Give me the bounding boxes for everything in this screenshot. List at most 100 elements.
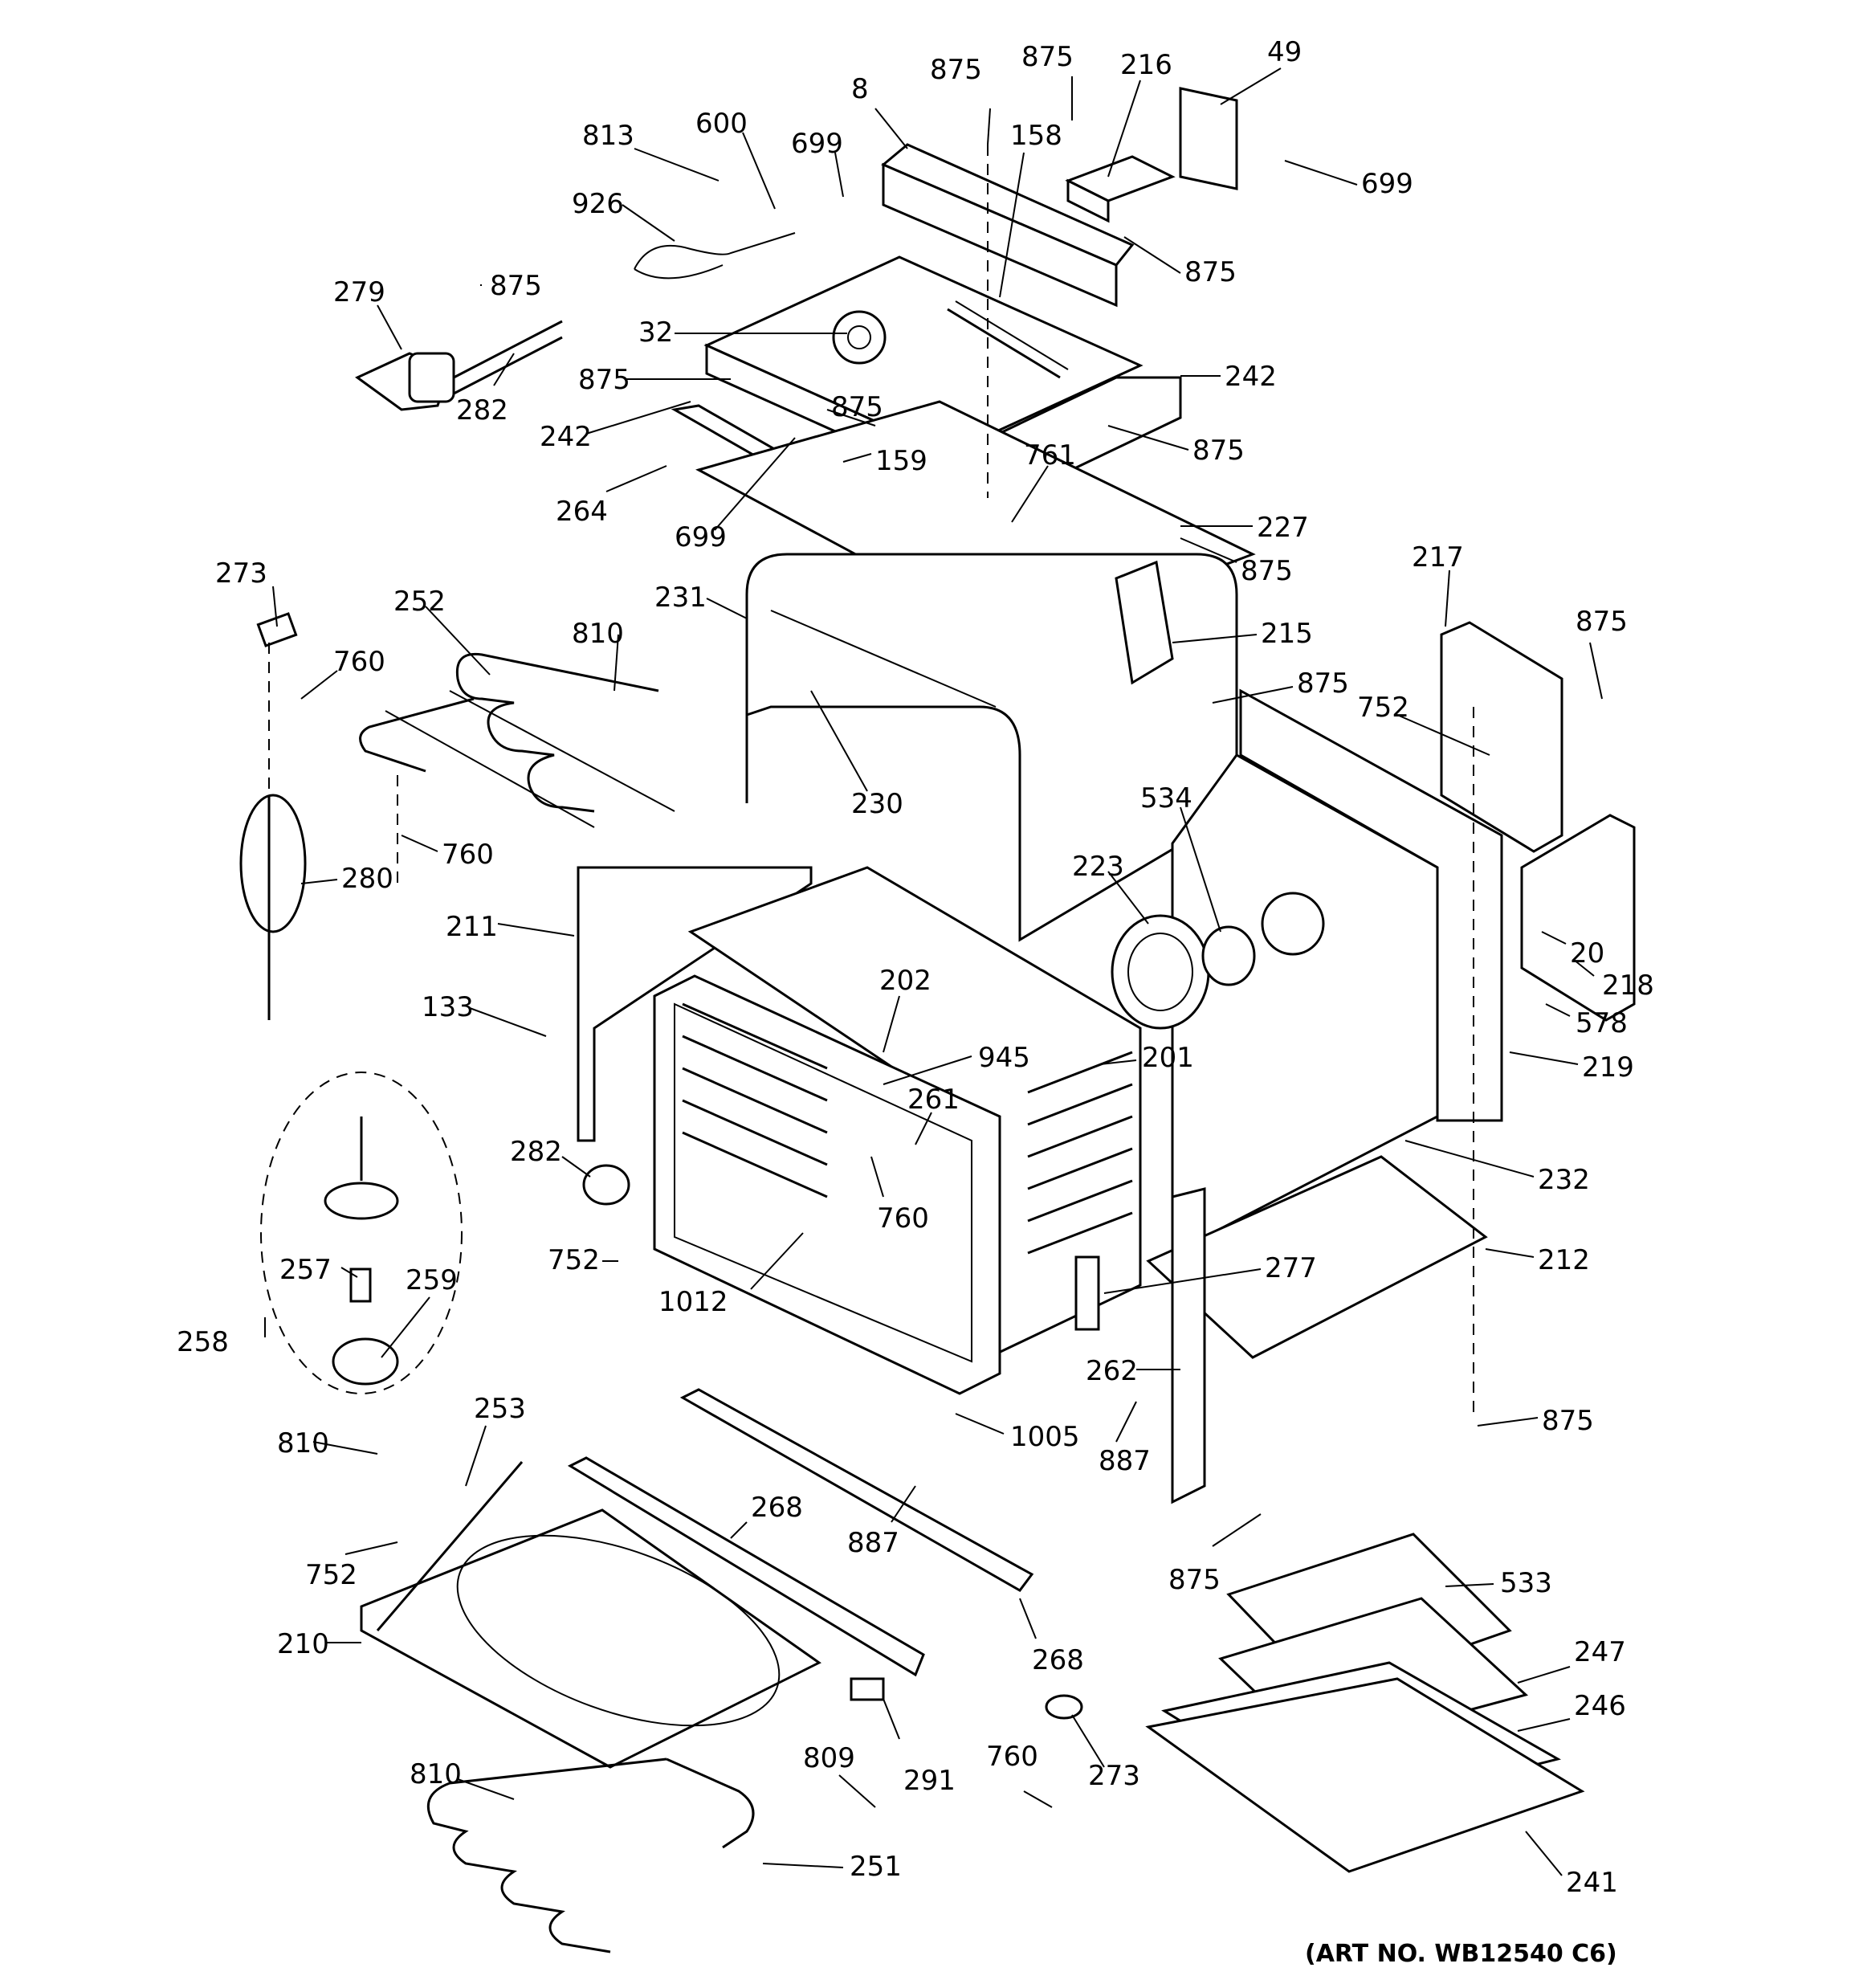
callout-875j: 875 bbox=[1297, 667, 1349, 700]
callout-232: 232 bbox=[1538, 1164, 1590, 1196]
door-panel-210 bbox=[360, 1508, 821, 1769]
callout-259: 259 bbox=[406, 1264, 458, 1296]
callout-262: 262 bbox=[1086, 1355, 1138, 1387]
callout-282a: 282 bbox=[456, 394, 508, 427]
clip-291 bbox=[850, 1677, 885, 1701]
callout-230: 230 bbox=[851, 788, 903, 820]
sensor-253 bbox=[376, 1461, 524, 1631]
callout-280: 280 bbox=[341, 863, 393, 895]
trim-strip-262 bbox=[1171, 1187, 1206, 1504]
callout-875b: 875 bbox=[1021, 41, 1074, 73]
callout-218: 218 bbox=[1602, 970, 1654, 1002]
callout-258: 258 bbox=[177, 1326, 229, 1358]
callout-242b: 242 bbox=[540, 421, 592, 453]
callout-810b: 810 bbox=[277, 1427, 329, 1459]
left-bracket-211 bbox=[577, 866, 813, 1142]
callout-211: 211 bbox=[446, 911, 498, 943]
callout-159: 159 bbox=[875, 445, 927, 477]
callout-810c: 810 bbox=[410, 1758, 462, 1790]
callout-875k: 875 bbox=[1542, 1405, 1594, 1437]
art-number-caption: (ART NO. WB12540 C6) bbox=[1305, 1940, 1617, 1968]
callout-875i: 875 bbox=[1576, 606, 1628, 638]
callout-760a: 760 bbox=[333, 646, 385, 678]
callout-268b: 268 bbox=[1032, 1644, 1084, 1676]
callout-813: 813 bbox=[582, 120, 634, 152]
control-box-217-218 bbox=[1440, 621, 1636, 1022]
callout-752c: 752 bbox=[305, 1559, 357, 1591]
callout-210: 210 bbox=[277, 1628, 329, 1660]
oven-racks bbox=[1145, 1533, 1585, 1873]
callout-labels: 8 875 875 216 49 813 600 699 158 699 926… bbox=[177, 36, 1654, 1899]
rack-supports bbox=[682, 1002, 1133, 1255]
callout-875e: 875 bbox=[578, 364, 630, 396]
callout-534: 534 bbox=[1140, 782, 1192, 814]
callout-201: 201 bbox=[1142, 1042, 1194, 1074]
blower-223 bbox=[1111, 914, 1256, 1030]
callout-268a: 268 bbox=[751, 1492, 803, 1524]
callout-246: 246 bbox=[1574, 1690, 1626, 1722]
callout-533: 533 bbox=[1500, 1567, 1552, 1599]
callout-699b: 699 bbox=[1361, 168, 1413, 200]
callout-133: 133 bbox=[422, 991, 474, 1023]
callout-875l: 875 bbox=[1168, 1564, 1221, 1596]
callout-252: 252 bbox=[393, 586, 446, 618]
callout-242a: 242 bbox=[1225, 361, 1277, 393]
bottom-tray-212 bbox=[1146, 1155, 1488, 1359]
callout-875c: 875 bbox=[1184, 256, 1237, 288]
callout-158: 158 bbox=[1010, 120, 1062, 152]
callout-247: 247 bbox=[1574, 1636, 1626, 1668]
callout-227: 227 bbox=[1257, 512, 1309, 544]
side-panel-219 bbox=[1171, 688, 1503, 1239]
callout-282b: 282 bbox=[510, 1136, 562, 1168]
callout-251: 251 bbox=[850, 1851, 902, 1883]
callout-216: 216 bbox=[1120, 49, 1172, 81]
callout-261: 261 bbox=[907, 1084, 960, 1116]
callout-219: 219 bbox=[1582, 1051, 1634, 1084]
callout-279: 279 bbox=[333, 276, 385, 308]
bracket-215 bbox=[1115, 560, 1174, 685]
callout-926: 926 bbox=[572, 188, 624, 220]
cap-273 bbox=[1045, 1694, 1083, 1720]
callout-253: 253 bbox=[474, 1393, 526, 1425]
callout-887b: 887 bbox=[847, 1527, 899, 1559]
oven-cavity-201 bbox=[653, 866, 1142, 1395]
trim-268-upper bbox=[679, 1388, 1034, 1592]
callout-215: 215 bbox=[1261, 618, 1313, 650]
callout-49: 49 bbox=[1267, 36, 1302, 68]
callout-20: 20 bbox=[1570, 937, 1604, 970]
callout-752a: 752 bbox=[1357, 692, 1409, 724]
callout-291: 291 bbox=[903, 1765, 956, 1797]
callout-212: 212 bbox=[1538, 1244, 1590, 1276]
callout-273a: 273 bbox=[215, 557, 267, 590]
callout-875g: 875 bbox=[1192, 435, 1245, 467]
callout-257: 257 bbox=[279, 1254, 332, 1286]
callout-875d: 875 bbox=[490, 270, 542, 302]
outer-wrapper-231 bbox=[745, 553, 1238, 942]
callout-231: 231 bbox=[654, 582, 707, 614]
callout-578: 578 bbox=[1576, 1007, 1628, 1039]
callout-875f: 875 bbox=[831, 391, 883, 423]
callout-945: 945 bbox=[978, 1042, 1030, 1074]
hinge-277 bbox=[1074, 1255, 1100, 1331]
callout-32: 32 bbox=[638, 316, 673, 349]
callout-699a: 699 bbox=[791, 128, 843, 160]
callout-241: 241 bbox=[1566, 1867, 1618, 1899]
callout-699c: 699 bbox=[675, 521, 727, 553]
callout-875h: 875 bbox=[1241, 555, 1293, 587]
temperature-sensor-280 bbox=[239, 612, 307, 1020]
callout-8: 8 bbox=[851, 73, 869, 105]
callout-264: 264 bbox=[556, 496, 608, 528]
callout-760d: 760 bbox=[986, 1741, 1038, 1773]
convection-assembly-258 bbox=[260, 1072, 463, 1394]
callout-1012: 1012 bbox=[658, 1286, 728, 1318]
callout-887a: 887 bbox=[1099, 1445, 1151, 1477]
callout-273b: 273 bbox=[1088, 1760, 1140, 1792]
trim-268-lower bbox=[567, 1456, 925, 1677]
callout-760c: 760 bbox=[877, 1202, 929, 1235]
callout-809: 809 bbox=[803, 1742, 855, 1774]
callout-223: 223 bbox=[1072, 851, 1124, 883]
knob-282 bbox=[582, 1164, 630, 1206]
callout-600: 600 bbox=[695, 108, 748, 140]
broil-element-252 bbox=[359, 652, 675, 828]
